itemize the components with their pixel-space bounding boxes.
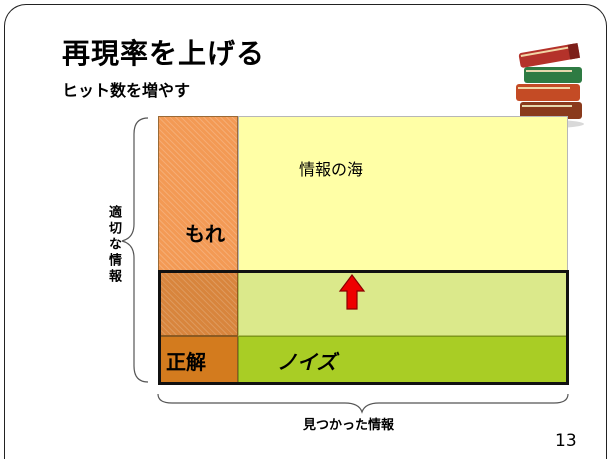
slide-subtitle: ヒット数を増やす <box>62 81 191 100</box>
noise-label: ノイズ <box>277 350 337 374</box>
noise-region <box>238 336 568 384</box>
newly-found-correct-region <box>158 272 238 336</box>
found-info-label: 見つかった情報 <box>303 418 395 433</box>
found-results-box <box>158 270 569 385</box>
information-sea-region <box>238 116 568 272</box>
found-info-brace <box>157 393 569 414</box>
missed-label: もれ <box>185 222 225 246</box>
books-icon <box>516 42 584 128</box>
correct-label: 正解 <box>166 350 206 374</box>
arrow-up-icon <box>338 274 366 310</box>
relevant-info-brace <box>121 117 149 383</box>
correct-region <box>158 336 238 384</box>
slide-title: 再現率を上げる <box>62 37 266 70</box>
relevant-info-label: 適切な情報 <box>106 205 121 285</box>
information-sea-label: 情報の海 <box>299 160 364 179</box>
missed-region <box>158 116 238 272</box>
page-number: 13 <box>555 431 577 451</box>
